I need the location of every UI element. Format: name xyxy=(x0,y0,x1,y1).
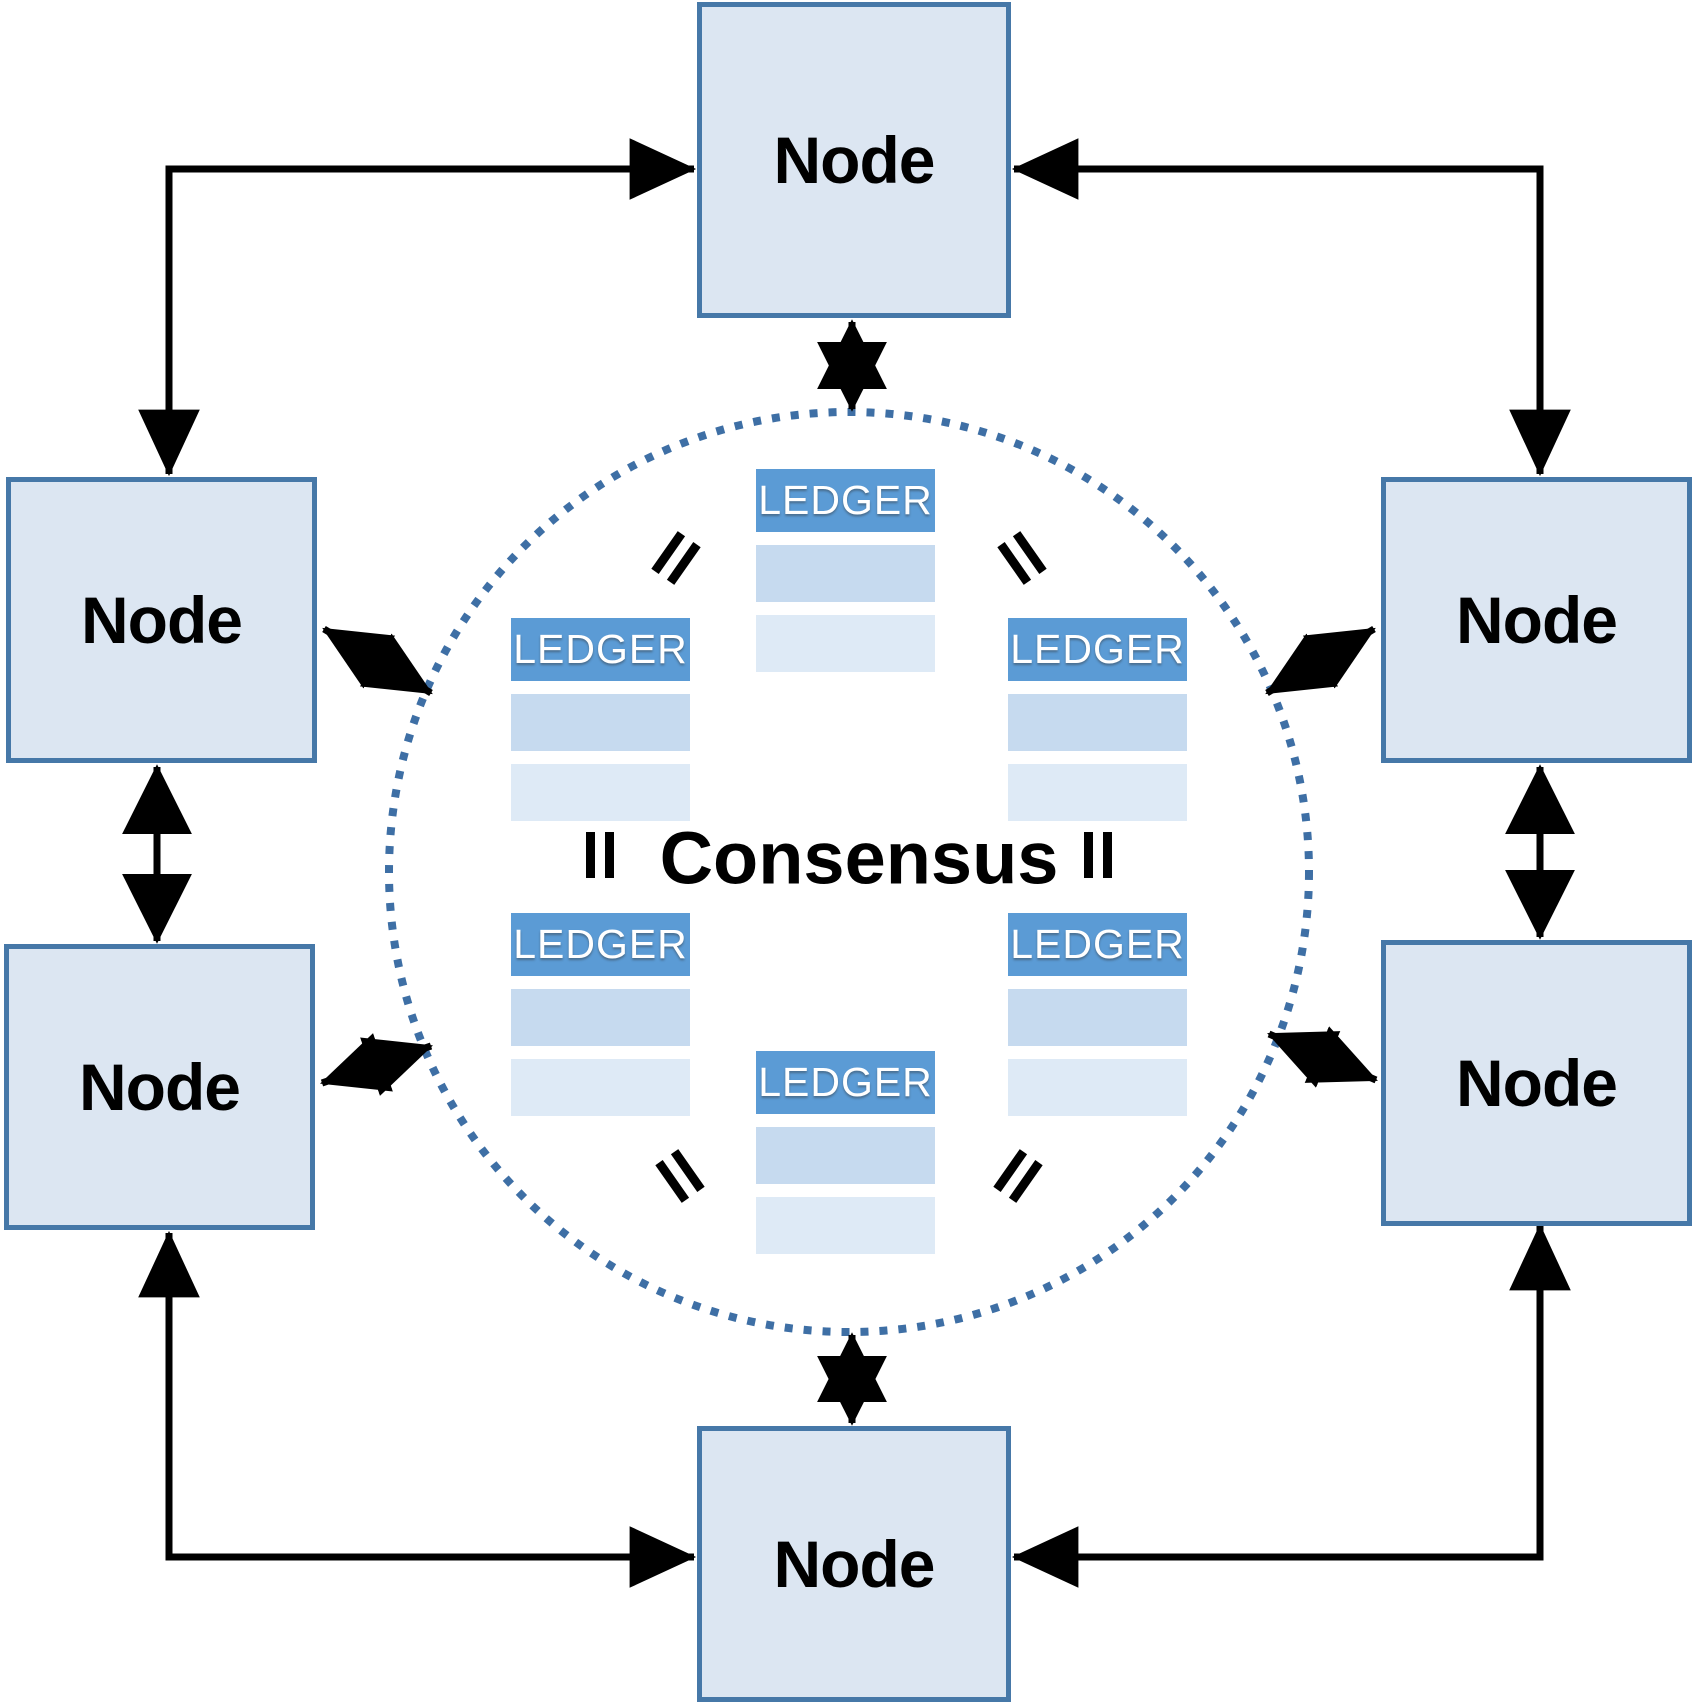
ledger-label: LEDGER xyxy=(758,1059,933,1105)
node-box-left-lower: Node xyxy=(4,944,315,1230)
ledger-table-upper-right: LEDGER xyxy=(1008,618,1187,821)
arrow-top-right-elbow xyxy=(1011,138,1571,477)
ledger-row xyxy=(756,615,935,672)
equals-icon xyxy=(1084,832,1112,878)
node-box-right-upper: Node xyxy=(1381,477,1692,763)
ledger-row xyxy=(1008,989,1187,1046)
consensus-title: Consensus xyxy=(659,816,1059,900)
ledger-table-top: LEDGER xyxy=(756,469,935,672)
arrow-top-left-elbow xyxy=(138,138,697,477)
node-label: Node xyxy=(773,1527,936,1601)
node-label: Node xyxy=(81,583,243,657)
ledger-row xyxy=(511,989,690,1046)
arrow-right-upper-circle xyxy=(1265,625,1376,697)
ledger-header: LEDGER xyxy=(1008,618,1187,681)
consensus-circle-icon xyxy=(385,408,1313,1336)
node-box-right-lower: Node xyxy=(1381,940,1692,1226)
ledger-header: LEDGER xyxy=(511,913,690,976)
ledger-table-upper-left: LEDGER xyxy=(511,618,690,821)
node-label: Node xyxy=(773,123,936,197)
ledger-row xyxy=(511,1059,690,1116)
ledger-table-lower-right: LEDGER xyxy=(1008,913,1187,1116)
ledger-table-bottom: LEDGER xyxy=(756,1051,935,1254)
ledger-row xyxy=(511,764,690,821)
arrow-right-lower-circle xyxy=(1267,1026,1378,1088)
ledger-label: LEDGER xyxy=(758,477,933,523)
ledger-row xyxy=(1008,764,1187,821)
node-label: Node xyxy=(1456,583,1618,657)
ledger-row xyxy=(1008,1059,1187,1116)
node-box-left-upper: Node xyxy=(6,477,317,763)
ledger-label: LEDGER xyxy=(513,626,688,672)
ledger-header: LEDGER xyxy=(511,618,690,681)
node-box-bottom: Node xyxy=(697,1426,1011,1702)
ledger-label: LEDGER xyxy=(1010,921,1185,967)
equals-icon xyxy=(586,832,614,878)
ledger-label: LEDGER xyxy=(513,921,688,967)
node-label: Node xyxy=(79,1050,241,1124)
ledger-header: LEDGER xyxy=(756,1051,935,1114)
arrow-left-upper-circle xyxy=(322,625,433,697)
node-box-top: Node xyxy=(697,2,1011,318)
ledger-row xyxy=(756,545,935,602)
ledger-header: LEDGER xyxy=(1008,913,1187,976)
ledger-row xyxy=(1008,694,1187,751)
ledger-row xyxy=(756,1197,935,1254)
arrow-bottom-left-elbow xyxy=(138,1230,697,1588)
ledger-label: LEDGER xyxy=(1010,626,1185,672)
arrow-bottom-right-elbow xyxy=(1011,1223,1571,1588)
ledger-table-lower-left: LEDGER xyxy=(511,913,690,1116)
ledger-row xyxy=(511,694,690,751)
ledger-row xyxy=(756,1127,935,1184)
ledger-header: LEDGER xyxy=(756,469,935,532)
arrow-left-lower-circle xyxy=(320,1033,433,1096)
node-label: Node xyxy=(1456,1046,1618,1120)
